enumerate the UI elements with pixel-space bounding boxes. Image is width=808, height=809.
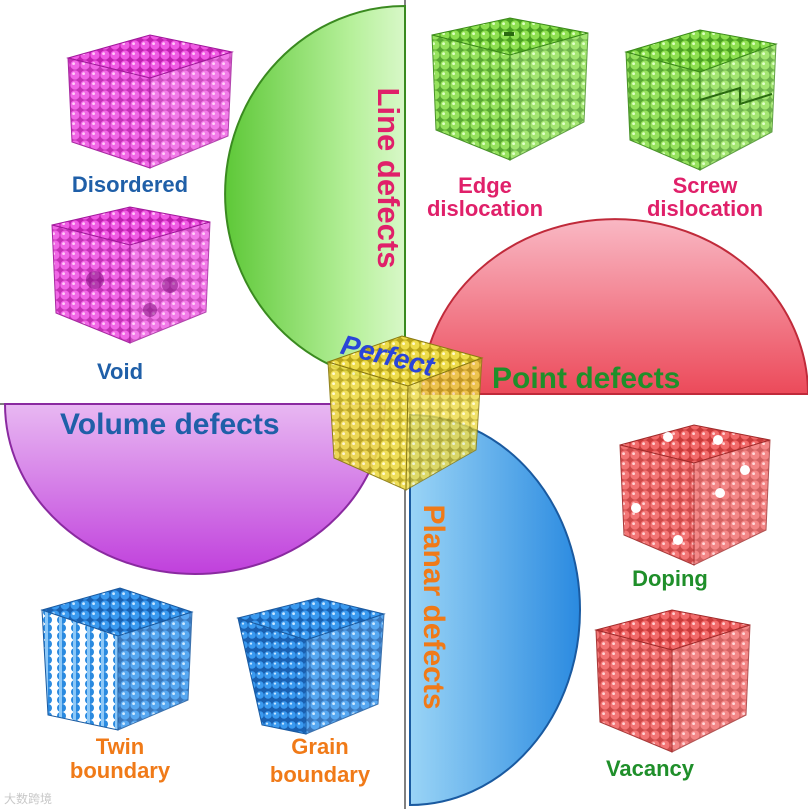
disordered-cube-image [68,35,232,168]
grain-boundary-label-line2: boundary [250,764,390,786]
grain-boundary-label-line1: Grain [250,736,390,758]
doping-label: Doping [610,568,730,590]
twin-boundary-label-line1: Twin [50,736,190,758]
planar-defects-label: Planar defects [416,492,450,722]
screw-dislocation-label-line2: dislocation [620,198,790,220]
volume-defects-label: Volume defects [60,408,280,442]
edge-dislocation-label-line2: dislocation [400,198,570,220]
vacancy-cube-image [596,610,750,752]
doping-cube-image [620,425,770,565]
disordered-label: Disordered [40,174,220,196]
screw-dislocation-cube-image [626,30,776,170]
void-label: Void [80,361,160,383]
edge-dislocation-label-line1: Edge [400,175,570,197]
twin-boundary-image [42,588,192,730]
void-cube-image [52,207,210,343]
grain-boundary-image [238,598,384,734]
watermark-text: 大数跨境 [4,790,52,807]
vacancy-label: Vacancy [580,758,720,780]
screw-dislocation-label-line1: Screw [620,175,790,197]
twin-boundary-label-line2: boundary [50,760,190,782]
edge-dislocation-cube-image [432,18,588,160]
point-defects-label: Point defects [492,362,680,396]
